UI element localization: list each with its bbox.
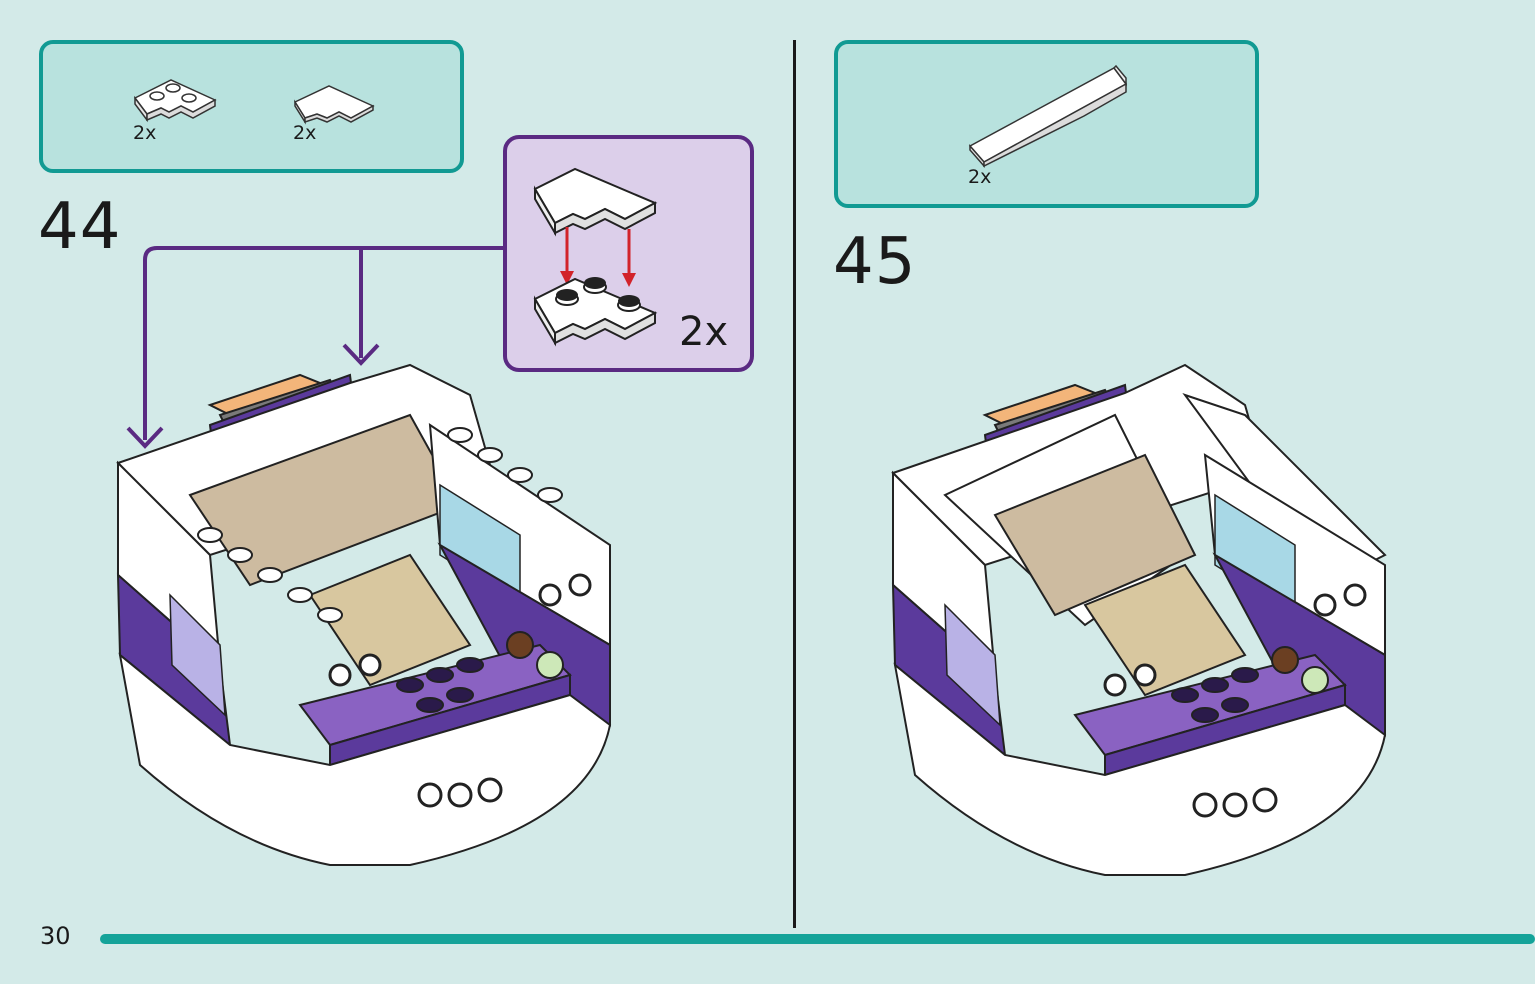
placement-arrows [126,246,503,449]
step-45-parts-box: 2x [834,40,1259,208]
step-number: 45 [833,225,917,299]
page-number: 30 [40,922,71,950]
step-44-model [116,363,612,866]
part-quantity: 2x [293,122,317,144]
step-number: 44 [38,190,122,264]
corner-plate-icon [133,79,217,123]
subassembly-illustration [533,167,658,347]
step-44-parts-box: 2x 2x [39,40,464,173]
step-45-model [891,363,1387,876]
subassembly-callout: 2x [503,135,754,372]
part-quantity: 2x [133,122,157,144]
part-quantity: 2x [968,166,992,188]
corner-tile-icon [293,85,375,125]
footer-bar [100,934,1535,944]
step-divider [793,40,796,928]
subassembly-quantity: 2x [679,309,729,355]
wedge-slope-icon [968,64,1128,168]
